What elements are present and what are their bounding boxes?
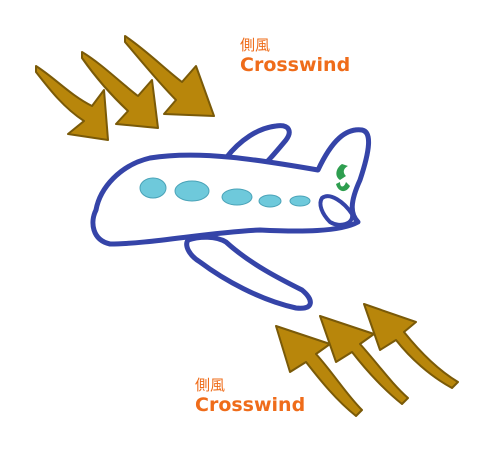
crosswind-arrow-icon xyxy=(124,35,215,117)
crosswind-label-top: 側風 Crosswind xyxy=(240,36,350,76)
crosswind-arrow-icon xyxy=(81,51,159,129)
crosswind-arrow-icon xyxy=(35,65,109,141)
crosswind-label-english: Crosswind xyxy=(195,394,306,416)
crosswind-label-bottom: 側風 Crosswind xyxy=(195,376,305,416)
crosswind-label-english: Crosswind xyxy=(240,54,351,76)
crosswind-arrow-icon xyxy=(275,325,363,417)
crosswind-arrow-icon xyxy=(319,315,409,405)
crosswind-arrow-icon xyxy=(363,303,459,389)
airplane-windows xyxy=(139,177,311,208)
crosswind-arrows-top xyxy=(35,35,215,141)
tail-logo-icon xyxy=(336,164,350,192)
crosswind-label-japanese: 側風 xyxy=(240,36,271,54)
crosswind-arrows-bottom xyxy=(275,303,459,417)
crosswind-label-japanese: 側風 xyxy=(195,376,226,394)
airplane-icon xyxy=(90,123,371,311)
